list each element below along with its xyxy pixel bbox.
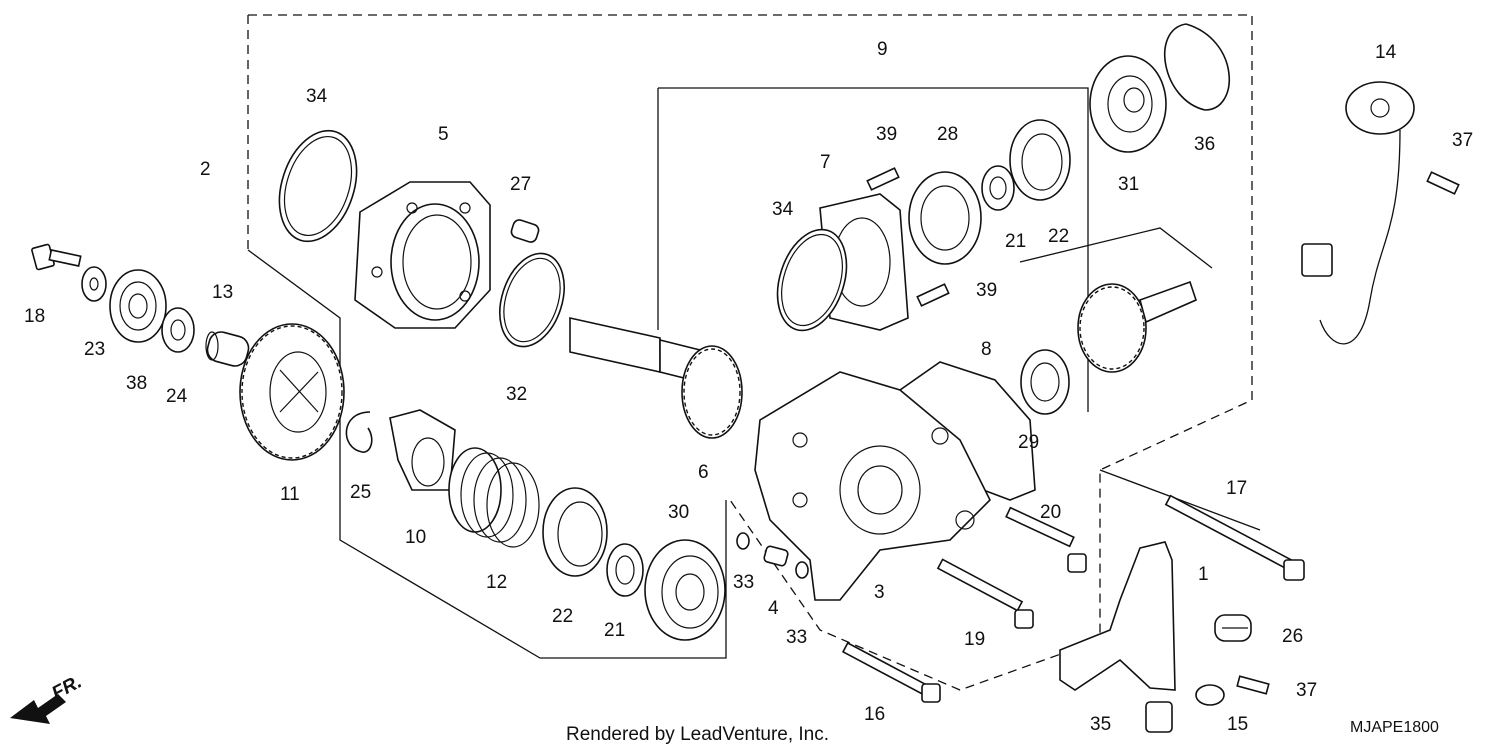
part-number-25: 25 xyxy=(350,482,371,503)
part-number-3: 3 xyxy=(874,582,885,603)
part-31-bearing xyxy=(1089,55,1167,153)
part-33-washer xyxy=(736,532,750,550)
part-number-37-lower: 37 xyxy=(1296,680,1317,701)
part-number-35: 35 xyxy=(1090,714,1111,735)
diagram-code: MJAPE1800 xyxy=(1350,719,1439,736)
part-number-8: 8 xyxy=(981,339,992,360)
part-4-plug xyxy=(763,545,789,567)
part-number-30: 30 xyxy=(668,502,689,523)
part-number-20: 20 xyxy=(1040,502,1061,523)
part-number-22-lower: 22 xyxy=(552,606,573,627)
part-27-dowel-pin xyxy=(510,219,540,243)
part-22-ring-nut xyxy=(1009,119,1071,201)
part-number-5: 5 xyxy=(438,124,449,145)
footer-credit: Rendered by LeadVenture, Inc. xyxy=(566,724,829,745)
part-number-15: 15 xyxy=(1227,714,1248,735)
part-number-26: 26 xyxy=(1282,626,1303,647)
part-34-o-ring xyxy=(278,129,358,243)
part-23-washer xyxy=(81,266,107,302)
part-38-bearing xyxy=(109,269,167,343)
part-number-32: 32 xyxy=(506,384,527,405)
part-number-6: 6 xyxy=(698,462,709,483)
part-26-clip xyxy=(1214,614,1252,642)
part-11-gear xyxy=(239,323,345,461)
part-17-bolt xyxy=(1164,494,1305,581)
part-20-bolt xyxy=(1005,506,1087,573)
part-39-bolt xyxy=(866,167,900,191)
part-number-17: 17 xyxy=(1226,478,1247,499)
part-number-19: 19 xyxy=(964,629,985,650)
part-14-sensor xyxy=(1301,81,1415,345)
part-37-bolt xyxy=(1426,171,1460,195)
part-number-27: 27 xyxy=(510,174,531,195)
part-number-33-left: 33 xyxy=(733,572,754,593)
part-number-16: 16 xyxy=(864,704,885,725)
part-15-nut xyxy=(1195,684,1225,706)
part-number-36: 36 xyxy=(1194,134,1215,155)
part-number-12: 12 xyxy=(486,572,507,593)
part-24-washer xyxy=(161,307,195,353)
part-6-final-gear-case xyxy=(754,371,991,601)
part-ring-gear xyxy=(1019,227,1213,373)
part-number-33-right: 33 xyxy=(786,627,807,648)
part-number-10: 10 xyxy=(405,527,426,548)
part-number-24: 24 xyxy=(166,386,188,407)
part-number-13: 13 xyxy=(212,282,233,303)
part-number-34-left: 34 xyxy=(306,86,328,107)
part-33-washer xyxy=(795,561,809,579)
part-number-31: 31 xyxy=(1118,174,1139,195)
part-number-37-upper: 37 xyxy=(1452,130,1473,151)
part-21-lock-nut xyxy=(981,165,1015,211)
part-18-bolt xyxy=(31,243,82,271)
part-34-o-ring xyxy=(776,228,848,332)
front-direction-arrow xyxy=(10,694,66,724)
part-36-circlip xyxy=(1163,23,1231,111)
part-13-collar xyxy=(205,331,250,367)
direction-label: FR. xyxy=(48,672,85,705)
part-5-housing xyxy=(354,181,491,329)
part-number-39-lower: 39 xyxy=(976,280,997,301)
part-number-34-right: 34 xyxy=(772,199,794,220)
part-number-29: 29 xyxy=(1018,432,1039,453)
part-pinion-shaft xyxy=(569,317,743,439)
part-number-4: 4 xyxy=(768,598,779,619)
part-number-2: 2 xyxy=(200,159,211,180)
part-number-1: 1 xyxy=(1198,564,1209,585)
part-29-bearing xyxy=(1020,349,1070,415)
part-35-clamp xyxy=(1145,701,1173,733)
part-number-7: 7 xyxy=(820,152,831,173)
part-number-11: 11 xyxy=(280,484,300,505)
part-number-38: 38 xyxy=(126,373,147,394)
part-number-22-upper: 22 xyxy=(1048,226,1069,247)
part-number-21-upper: 21 xyxy=(1005,231,1026,252)
part-22-ring-nut xyxy=(542,487,608,577)
part-21-lock-nut xyxy=(606,543,644,597)
part-number-39-upper: 39 xyxy=(876,124,897,145)
part-16-bolt xyxy=(841,641,941,703)
part-30-bearing xyxy=(644,539,726,641)
part-number-23: 23 xyxy=(84,339,105,360)
part-37-bolt xyxy=(1236,675,1270,695)
part-number-28: 28 xyxy=(937,124,958,145)
part-number-9: 9 xyxy=(877,39,888,60)
part-19-bolt xyxy=(936,558,1034,629)
part-7-bearing-holder xyxy=(819,193,909,331)
part-12-spring xyxy=(448,447,540,548)
part-28-bearing xyxy=(908,171,982,265)
part-number-18: 18 xyxy=(24,306,45,327)
part-number-14: 14 xyxy=(1375,42,1397,63)
part-32-o-ring xyxy=(499,252,565,348)
part-number-21-lower: 21 xyxy=(604,620,625,641)
part-39-bolt xyxy=(916,283,950,307)
part-1-bracket xyxy=(1059,541,1176,691)
part-25-circlip xyxy=(345,411,373,453)
